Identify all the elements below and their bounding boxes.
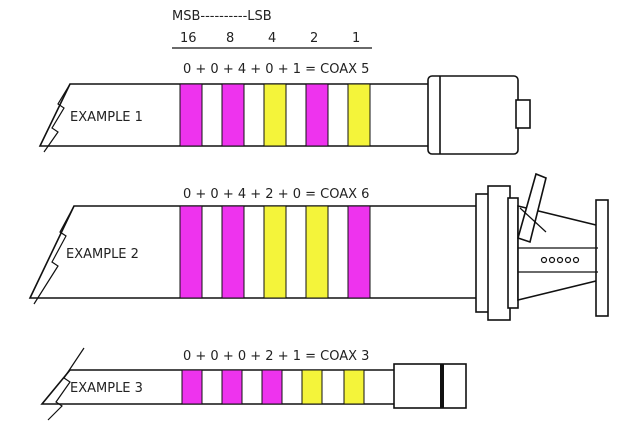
example-3-equation: 0 + 0 + 0 + 2 + 1 = COAX 3 [183, 349, 369, 364]
example-2-band-1 [179, 205, 203, 299]
example-3-band-5 [343, 369, 365, 405]
example-2-band-4 [305, 205, 329, 299]
weight-8: 8 [226, 31, 234, 46]
coax-connector-1 [427, 75, 531, 155]
example-3-band-4 [301, 369, 323, 405]
msb-lsb-label: MSB----------LSB [172, 9, 272, 24]
example-1-band-3 [263, 83, 287, 147]
cable-break-mark [33, 205, 75, 305]
example-1-label: EXAMPLE 1 [70, 110, 143, 125]
weight-1: 1 [352, 31, 360, 46]
connector-pins [540, 256, 580, 264]
example-2-band-2 [221, 205, 245, 299]
example-2-equation: 0 + 0 + 4 + 2 + 0 = COAX 6 [183, 187, 369, 202]
cable-break-mark [43, 83, 71, 153]
weight-4: 4 [268, 31, 276, 46]
bit-weight-header: MSB----------LSB 16 8 4 2 1 [172, 9, 372, 49]
example-1-equation: 0 + 0 + 4 + 0 + 1 = COAX 5 [183, 62, 369, 77]
example-3-band-1 [181, 369, 203, 405]
example-1-band-1 [179, 83, 203, 147]
example-3-band-2 [221, 369, 243, 405]
example-3-band-3 [261, 369, 283, 405]
coax-connector-3 [393, 363, 467, 409]
weight-16: 16 [180, 31, 197, 46]
cable-break-mark [47, 347, 85, 421]
example-1-band-5 [347, 83, 371, 147]
example-2-band-5 [347, 205, 371, 299]
example-3-label: EXAMPLE 3 [70, 381, 143, 396]
weight-2: 2 [310, 31, 318, 46]
coax-connector-2 [475, 172, 609, 321]
example-1-band-4 [305, 83, 329, 147]
example-3-cable: EXAMPLE 3 0 + 0 + 0 + 2 + 1 = COAX 3 [40, 347, 467, 421]
example-2-label: EXAMPLE 2 [66, 247, 139, 262]
example-2-cable: EXAMPLE 2 0 + 0 + 4 + 2 + 0 = COAX 6 [28, 172, 609, 321]
example-1-band-2 [221, 83, 245, 147]
example-1-cable: EXAMPLE 1 0 + 0 + 4 + 0 + 1 = COAX 5 [38, 62, 531, 155]
example-2-band-3 [263, 205, 287, 299]
